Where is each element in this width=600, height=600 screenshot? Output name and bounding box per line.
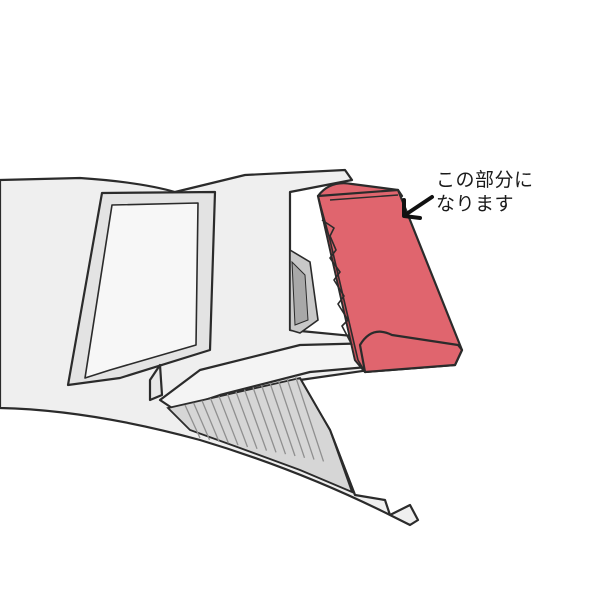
cutter-bottom-lip [358, 330, 464, 374]
throat-inner [291, 260, 309, 326]
blade-ribs [184, 376, 325, 462]
blade-rib [184, 404, 201, 439]
blade-edge [299, 377, 356, 496]
highlighted-cutter [316, 182, 464, 374]
callout-line-1: この部分に [436, 169, 534, 191]
blade-rib [286, 378, 315, 460]
cutter-side [317, 195, 366, 373]
blade-rib [235, 391, 258, 450]
throat [289, 248, 319, 334]
arrow-pointing-left-icon [402, 195, 434, 220]
cutter-rim [329, 194, 399, 201]
blade-rib [252, 387, 277, 453]
callout-label: この部分に なります [436, 168, 586, 216]
blade-rib [218, 395, 239, 446]
latch-tab [148, 363, 164, 402]
blade-rib [260, 384, 287, 455]
blade-rib [226, 393, 249, 448]
blade-rib [294, 376, 325, 462]
blade-rib [192, 402, 211, 441]
blade-rib [243, 389, 268, 451]
blade-rib [201, 400, 220, 442]
blade-rib [269, 382, 296, 457]
callout-line-2: なります [436, 193, 515, 215]
ribbed-blade [166, 376, 356, 496]
blade-rib [209, 398, 230, 444]
blade-rib [277, 380, 306, 459]
cutter-teeth [321, 219, 353, 346]
inner-panel [84, 202, 199, 379]
